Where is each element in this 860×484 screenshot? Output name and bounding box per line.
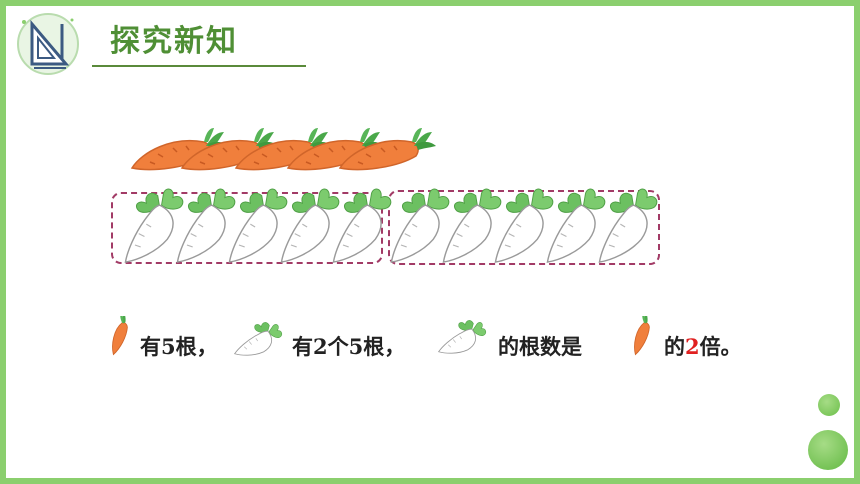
sentence-part-4-suffix: 倍。 bbox=[699, 334, 742, 359]
sentence-part-2: 有2个5根， bbox=[292, 334, 406, 359]
title-underline bbox=[92, 65, 306, 67]
multiple-value: 2 bbox=[685, 334, 700, 359]
radish-icon bbox=[234, 318, 286, 364]
carrot-icon bbox=[634, 316, 650, 356]
radish-icon bbox=[438, 316, 490, 362]
sentence-part-4-prefix: 的 bbox=[664, 334, 685, 359]
carrot-icon bbox=[339, 128, 436, 171]
sentence-part-3: 的根数是 bbox=[498, 334, 582, 359]
radish-group-1 bbox=[111, 192, 383, 264]
radish-icon bbox=[332, 188, 392, 263]
decor-circle-large bbox=[808, 430, 848, 470]
sentence-part-1: 有5根， bbox=[140, 334, 218, 359]
carrot-icon bbox=[112, 316, 128, 356]
decor-circle-small bbox=[818, 394, 840, 416]
page-title: 探究新知 bbox=[110, 24, 238, 59]
sentence-part-4: 的2倍。 bbox=[664, 331, 742, 361]
radish-icon bbox=[598, 188, 658, 263]
ruler-triangle-icon bbox=[17, 13, 79, 75]
radish-group-2 bbox=[388, 190, 660, 265]
